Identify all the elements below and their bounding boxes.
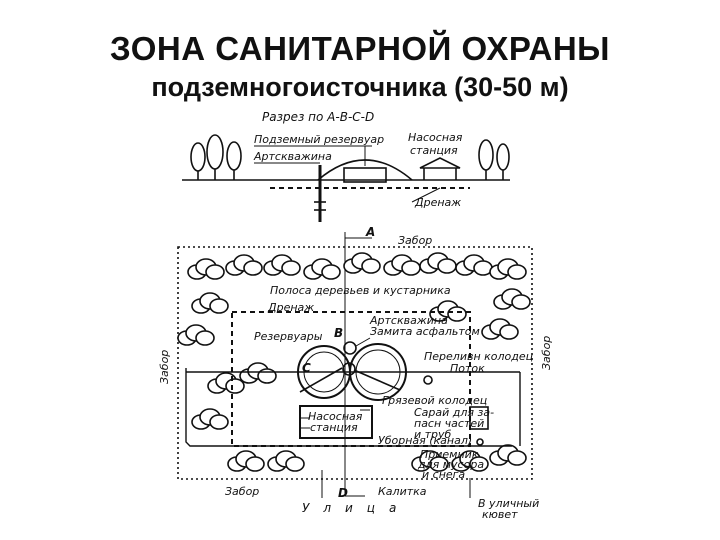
bush-cluster — [227, 450, 265, 472]
label-reservoirs: Резервуары — [254, 330, 323, 343]
label-receiver-1: Приемник — [420, 448, 479, 461]
label-fence-top: Забор — [398, 234, 432, 247]
label-pump-station-1: Насосная — [408, 131, 463, 144]
bush-cluster — [263, 254, 301, 276]
artesian-well-pipe — [314, 165, 326, 222]
bush-cluster — [343, 252, 381, 274]
label-fence-bottom: Забор — [225, 485, 259, 498]
bush-cluster — [489, 444, 527, 466]
label-pump-station-2: станция — [410, 144, 458, 157]
pump-station-house — [419, 157, 461, 180]
section-heading: Разрез по А-В-С-D — [262, 110, 374, 124]
drainage-leader — [411, 187, 441, 203]
bush-cluster — [489, 258, 527, 280]
label-pump-station-2: станция — [310, 421, 358, 434]
cross-section: Разрез по А-В-С-D — [182, 110, 510, 222]
label-fence-left: Забор — [158, 350, 171, 384]
letter-d: D — [338, 486, 348, 500]
label-flow: Поток — [450, 362, 485, 375]
bush-cluster — [481, 318, 519, 340]
slide-subtitle: подземногоисточника (30-50 м) — [151, 72, 569, 102]
pump-station-building — [299, 405, 373, 439]
label-tree-belt: Полоса деревьев и кустарника — [270, 284, 451, 297]
label-gate: Калитка — [378, 485, 427, 498]
label-mud-well: Грязевой колодец — [382, 394, 487, 407]
tree-belt — [177, 252, 531, 472]
label-shed-2: пасн частей — [414, 417, 484, 430]
label-shed-3: и труб — [414, 428, 452, 441]
label-receiver-3: и снега — [422, 468, 465, 481]
label-shed-1: Сарай для за- — [414, 406, 494, 419]
label-toilet: Уборная (канал) — [378, 434, 472, 447]
bush-cluster — [225, 254, 263, 276]
bush-cluster — [267, 450, 305, 472]
bush-cluster — [411, 450, 449, 472]
letter-a: A — [365, 225, 375, 239]
label-ditch-1: В уличный — [478, 497, 539, 510]
plan-view: A B C D Забор Забор Забор Забор Полоса д… — [158, 225, 553, 521]
overflow-well — [423, 375, 433, 385]
letter-c: C — [302, 361, 311, 375]
bush-cluster — [191, 292, 229, 314]
label-street: Улица — [302, 501, 410, 515]
slide-title: ЗОНА САНИТАРНОЙ ОХРАНЫ — [110, 30, 610, 67]
outer-fence — [177, 246, 533, 480]
letter-b: B — [334, 326, 343, 340]
label-artesian-well: Артскважина — [369, 314, 448, 327]
label-receiver-2: для мусора — [417, 458, 484, 471]
shed-box — [469, 406, 489, 430]
bush-cluster — [191, 408, 229, 430]
bush-cluster — [207, 372, 245, 394]
bush-cluster — [177, 324, 215, 346]
bush-cluster — [419, 252, 457, 274]
label-underground-reservoir: Подземный резервуар — [254, 133, 384, 146]
label-pump-station-1: Насосная — [308, 410, 363, 423]
bush-cluster — [239, 362, 277, 384]
label-overflow-well: Переливн колодец — [424, 350, 533, 363]
bush-cluster — [493, 288, 531, 310]
label-artesian-well: Артскважина — [253, 150, 332, 163]
label-ditch-2: кювет — [482, 508, 518, 521]
label-fence-right: Забор — [540, 336, 553, 370]
receiver — [476, 438, 484, 446]
trees-right — [478, 139, 510, 180]
underground-reservoir — [343, 167, 387, 183]
label-section-drainage: Дренаж — [414, 196, 461, 209]
bush-cluster — [303, 258, 341, 280]
bush-cluster — [187, 258, 225, 280]
inner-path — [185, 368, 520, 447]
label-asphalt: Замита асфальтом — [370, 325, 480, 338]
reservoirs — [297, 341, 407, 401]
trees-left — [190, 134, 242, 180]
label-drainage: Дренаж — [267, 301, 314, 314]
bush-cluster — [383, 254, 421, 276]
bush-cluster — [455, 254, 493, 276]
bush-cluster — [451, 450, 489, 472]
